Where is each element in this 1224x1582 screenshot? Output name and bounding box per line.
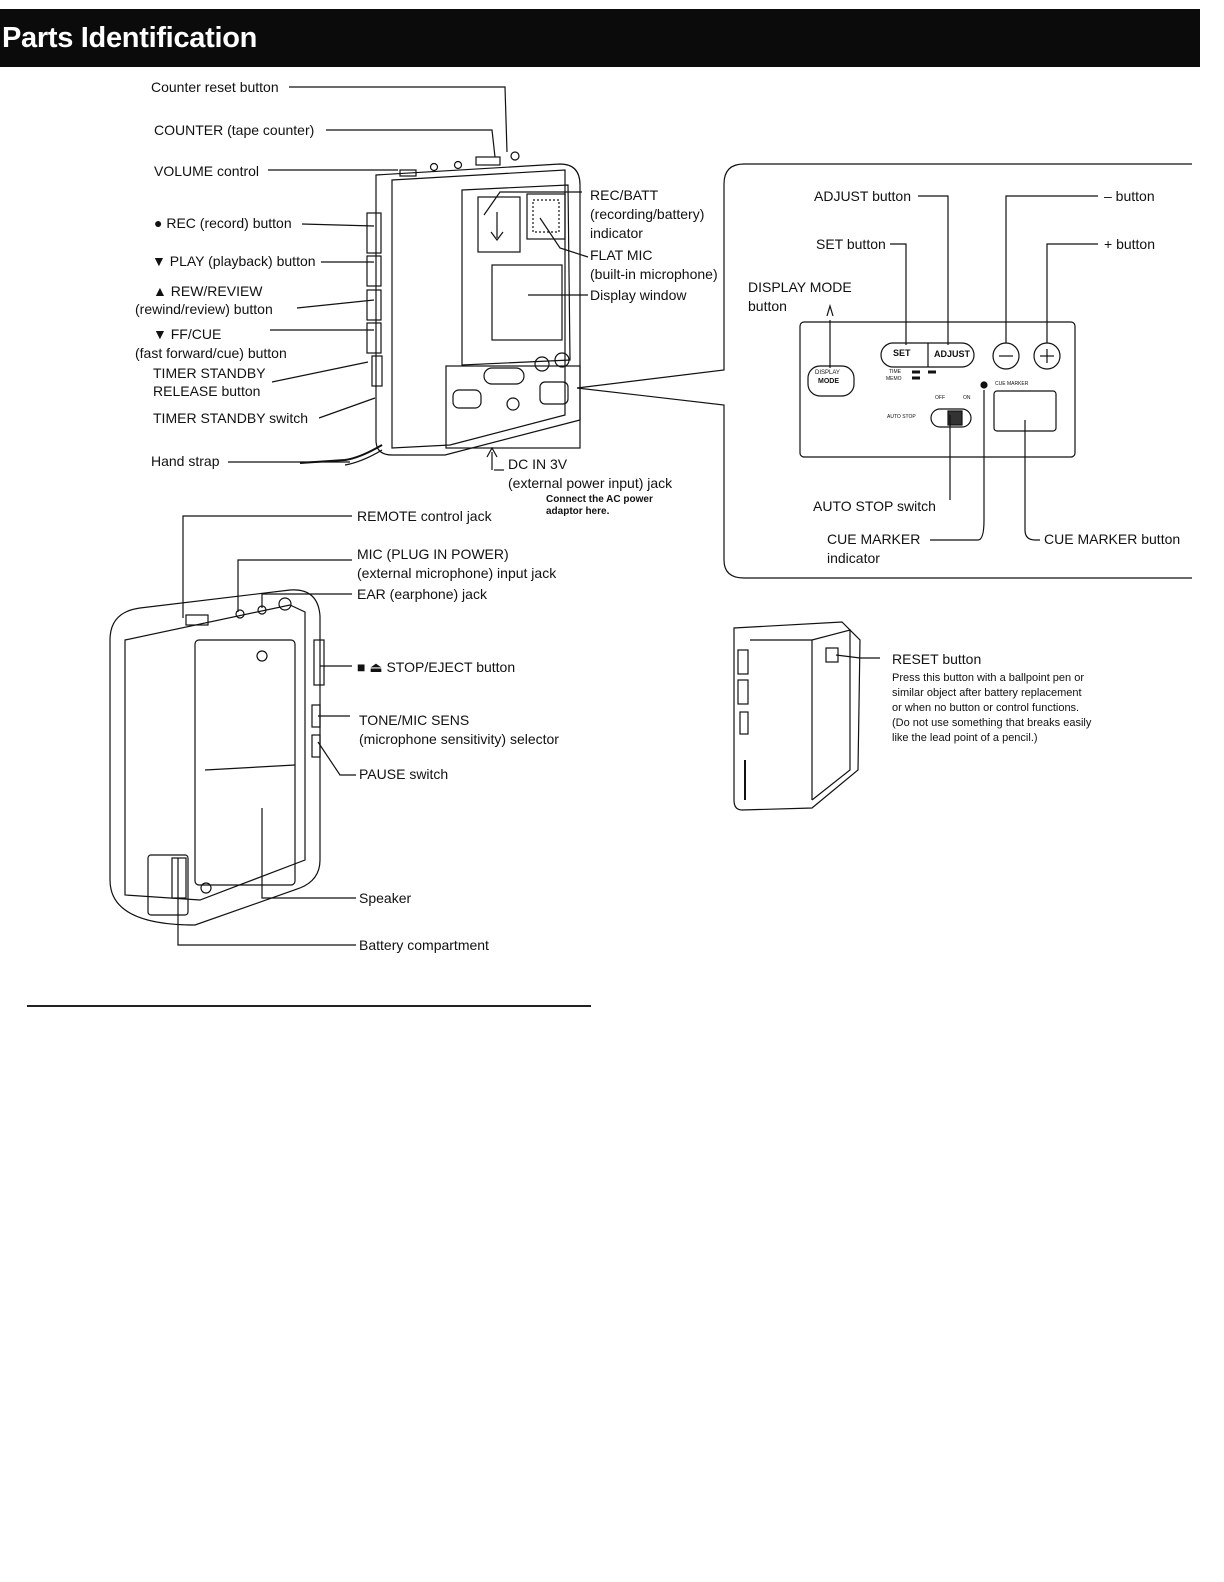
panel-auto-stop-text: AUTO STOP [887, 414, 916, 420]
front-device-leaders [228, 86, 589, 471]
label-cue-marker-button: CUE MARKER button [1044, 531, 1181, 547]
label-ff-cue-2: (fast forward/cue) button [135, 345, 287, 361]
panel-off-text: OFF [935, 395, 945, 401]
panel-set-text: SET [893, 348, 911, 358]
label-rec-button: ● REC (record) button [154, 215, 292, 231]
label-mic-jack-1: MIC (PLUG IN POWER) [357, 546, 509, 562]
reset-note-line-1: Press this button with a ballpoint pen o… [892, 672, 1085, 684]
label-speaker: Speaker [359, 890, 412, 906]
label-flat-mic-2: (built-in microphone) [590, 266, 718, 282]
label-auto-stop-switch: AUTO STOP switch [813, 498, 936, 514]
label-display-mode-2: button [748, 298, 787, 314]
label-pause-switch: PAUSE switch [359, 766, 449, 782]
panel-memo-text: MEMO [886, 376, 902, 382]
label-timer-standby-switch: TIMER STANDBY switch [153, 410, 309, 426]
panel-on-text: ON [963, 395, 971, 401]
label-recbatt-1: REC/BATT [590, 187, 659, 203]
label-rew-review-2: (rewind/review) button [135, 301, 273, 317]
label-recbatt-3: indicator [590, 225, 643, 241]
back-device-illustration [109, 589, 325, 926]
page-title: Parts Identification [2, 22, 258, 54]
label-cue-marker-indicator-1: CUE MARKER [827, 531, 921, 547]
label-tone-mic-sens-1: TONE/MIC SENS [359, 712, 470, 728]
label-recbatt-2: (recording/battery) [590, 206, 705, 222]
detail-panel-bracket [576, 163, 1192, 579]
label-reset-button: RESET button [892, 651, 982, 667]
panel-display-text: DISPLAY [815, 370, 840, 376]
label-ff-cue-1: ▼ FF/CUE [153, 326, 222, 342]
label-hand-strap: Hand strap [151, 453, 220, 469]
reset-note-line-5: like the lead point of a pencil.) [892, 732, 1038, 744]
label-timer-release-2: RELEASE button [153, 383, 261, 399]
label-plus-button: + button [1104, 236, 1155, 252]
label-adjust-button: ADJUST button [814, 188, 912, 204]
label-dcin-2: (external power input) jack [508, 475, 673, 491]
label-counter: COUNTER (tape counter) [154, 122, 315, 138]
label-rew-review-1: ▲ REW/REVIEW [153, 283, 263, 299]
label-flat-mic-1: FLAT MIC [590, 247, 653, 263]
label-tone-mic-sens-2: (microphone sensitivity) selector [359, 731, 559, 747]
label-mic-jack-2: (external microphone) input jack [357, 565, 557, 581]
detail-leaders [826, 195, 1098, 541]
reset-note-line-4: (Do not use something that breaks easily [892, 717, 1092, 729]
label-battery-compartment: Battery compartment [359, 937, 489, 953]
reset-note-line-2: similar object after battery replacement [892, 687, 1082, 699]
label-timer-release-1: TIMER STANDBY [153, 365, 266, 381]
label-ear-jack: EAR (earphone) jack [357, 586, 487, 602]
panel-mode-text: MODE [818, 378, 839, 385]
header-bar [0, 9, 1200, 67]
label-remote-jack: REMOTE control jack [357, 508, 492, 524]
back-device-leaders [177, 515, 356, 946]
label-minus-button: – button [1104, 188, 1155, 204]
panel-cue-marker-text: CUE MARKER [995, 381, 1029, 387]
label-dcin-1: DC IN 3V [508, 456, 568, 472]
label-dcin-note-1: Connect the AC power [546, 494, 653, 505]
label-play-button: ▼ PLAY (playback) button [152, 253, 316, 269]
panel-adjust-text: ADJUST [934, 349, 971, 359]
detail-control-panel [799, 321, 1076, 458]
label-dcin-note-2: adaptor here. [546, 506, 610, 517]
label-display-window: Display window [590, 287, 687, 303]
reset-note-line-3: or when no button or control functions. [892, 702, 1080, 714]
front-device-illustration [299, 151, 581, 466]
label-volume-control: VOLUME control [154, 163, 260, 179]
reset-device-illustration [733, 621, 880, 811]
label-display-mode-1: DISPLAY MODE [748, 279, 852, 295]
bottom-divider [27, 1005, 591, 1007]
label-stop-eject-button: ■ ⏏ STOP/EJECT button [357, 659, 516, 675]
label-counter-reset-button: Counter reset button [151, 79, 279, 95]
label-cue-marker-indicator-2: indicator [827, 550, 880, 566]
label-set-button: SET button [816, 236, 886, 252]
panel-time-text: TIME [889, 369, 901, 375]
